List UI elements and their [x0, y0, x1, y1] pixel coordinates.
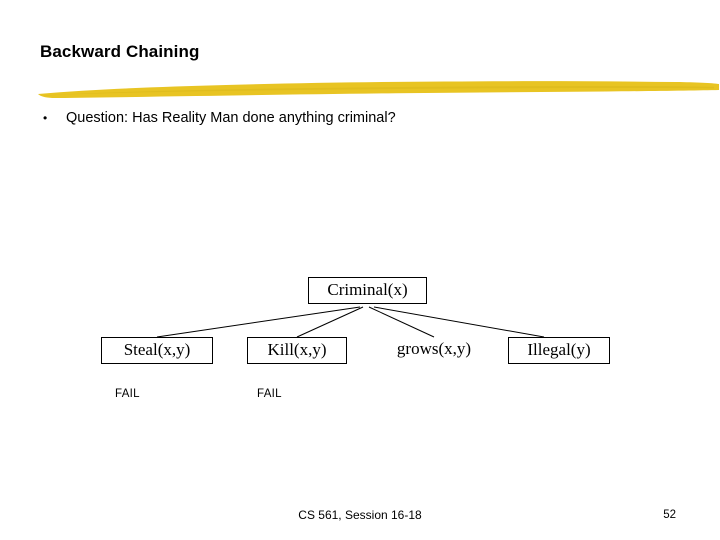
page-title: Backward Chaining	[40, 42, 200, 61]
tree-node-illegal: Illegal(y)	[508, 337, 610, 364]
bullet-text: Question: Has Reality Man done anything …	[66, 110, 396, 126]
tree-node-kill: Kill(x,y)	[247, 337, 347, 364]
tree-status-kill: FAIL	[257, 388, 282, 400]
brush-underline-decoration	[38, 81, 719, 99]
footer-session-label: CS 561, Session 16-18	[298, 508, 422, 522]
tree-node-steal: Steal(x,y)	[101, 337, 213, 364]
tree-node-root: Criminal(x)	[308, 277, 427, 304]
tree-node-grows: grows(x,y)	[396, 339, 472, 358]
footer-page-number: 52	[663, 509, 676, 521]
bullet-item: • Question: Has Reality Man done anythin…	[40, 108, 680, 128]
tree-status-steal: FAIL	[115, 388, 140, 400]
bullet-marker-icon: •	[43, 111, 48, 125]
